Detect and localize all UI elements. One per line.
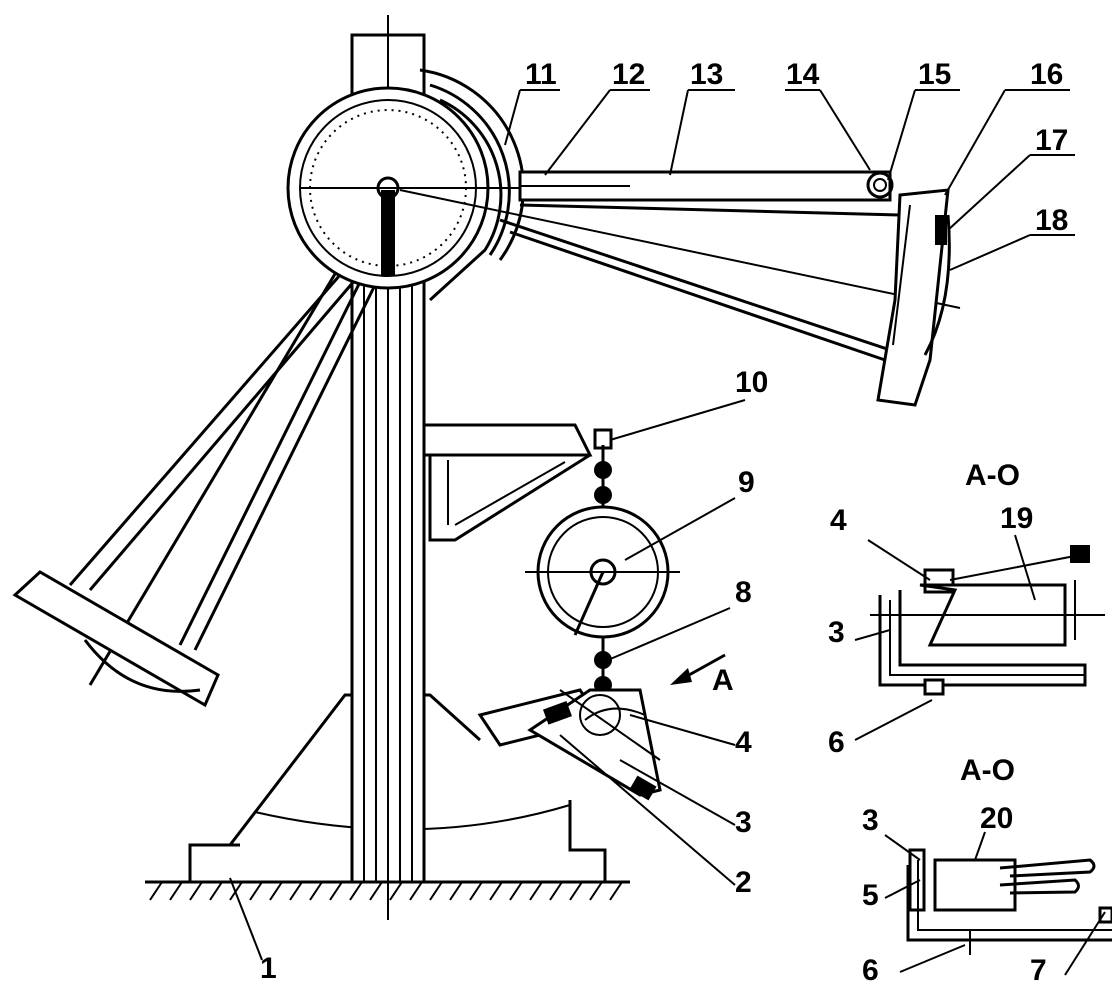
callout-11: 11 (525, 58, 557, 91)
inset-top-callout-19: 19 (1000, 502, 1033, 535)
dial (286, 68, 525, 302)
pendulum-hammer (12, 189, 387, 708)
callout-12: 12 (612, 58, 645, 91)
inset-view-top: A-O 4 19 3 6 (828, 459, 1105, 759)
right-head (876, 188, 951, 407)
inset-bottom-title: A-O (960, 754, 1015, 787)
inset-bottom-callout-7: 7 (1030, 954, 1047, 981)
inset-top-title: A-O (965, 459, 1020, 492)
wheel-assembly (525, 445, 680, 694)
inset-bottom-callout-5: 5 (862, 879, 879, 912)
upper-arm (399, 170, 961, 362)
inset-bottom-callout-6: 6 (862, 954, 879, 981)
callout-labels: 1 2 3 4 8 9 10 11 12 13 14 15 16 17 18 (260, 58, 1068, 981)
callout-10: 10 (735, 366, 768, 399)
inset-bottom-callout-3: 3 (862, 804, 879, 837)
callout-17: 17 (1035, 124, 1068, 157)
callout-4: 4 (735, 726, 752, 759)
inset-view-bottom: A-O 3 20 5 6 7 (862, 754, 1112, 981)
arrow-label: A (712, 664, 734, 697)
view-arrow-a: A (670, 653, 734, 697)
specimen-holder (477, 688, 662, 801)
callout-15: 15 (918, 58, 951, 91)
callout-3: 3 (735, 806, 752, 839)
inset-top-callout-6: 6 (828, 726, 845, 759)
callout-14: 14 (786, 58, 820, 91)
callout-16: 16 (1030, 58, 1063, 91)
leader-lines (229, 89, 1075, 961)
inset-bottom-callout-20: 20 (980, 802, 1013, 835)
inset-top-callout-3: 3 (828, 616, 845, 649)
inset-top-callout-4: 4 (830, 504, 847, 537)
callout-1: 1 (260, 952, 277, 981)
callout-18: 18 (1035, 204, 1068, 237)
callout-8: 8 (735, 576, 752, 609)
bracket (424, 423, 613, 542)
callout-2: 2 (735, 866, 752, 899)
callout-13: 13 (690, 58, 723, 91)
callout-9: 9 (738, 466, 755, 499)
